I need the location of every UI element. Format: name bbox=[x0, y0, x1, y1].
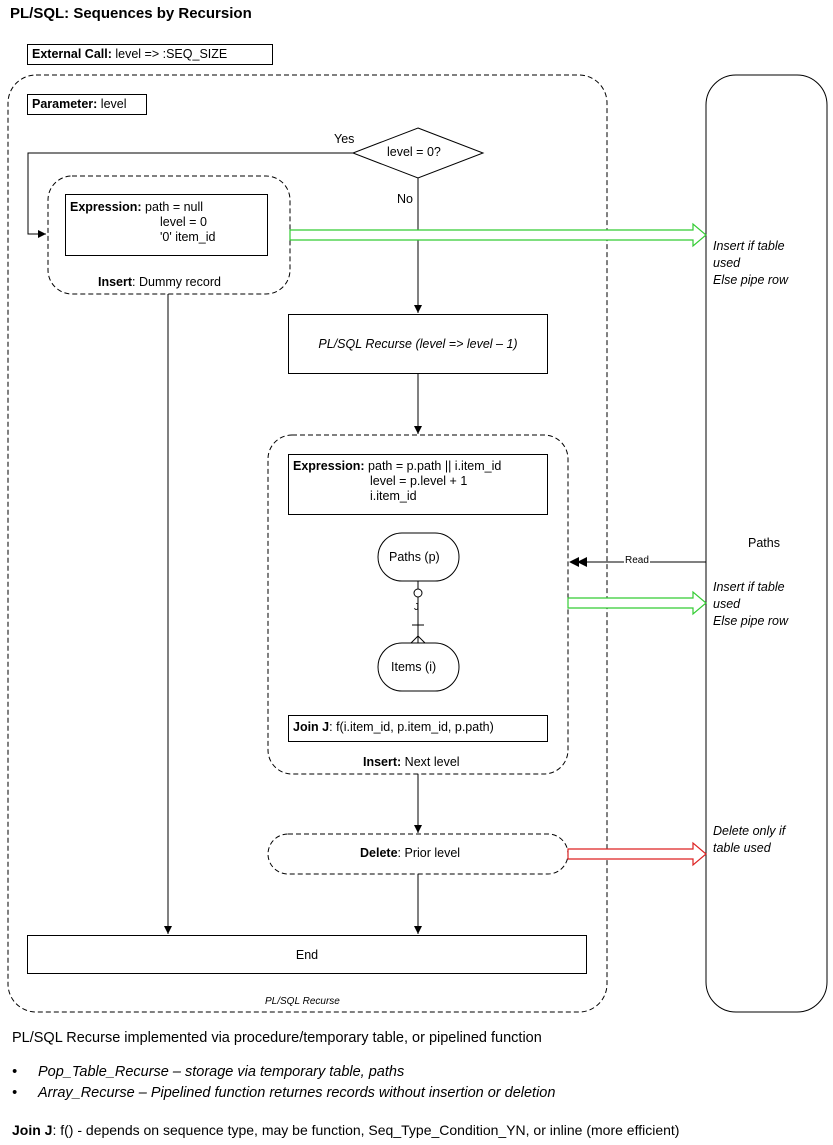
external-call-box: External Call: level => :SEQ_SIZE bbox=[27, 44, 273, 65]
expression-dummy-line2: level = 0 bbox=[160, 215, 207, 229]
external-call-label: External Call: bbox=[32, 47, 112, 61]
note-insert-1-line3: Else pipe row bbox=[713, 273, 789, 287]
container-caption: PL/SQL Recurse bbox=[265, 996, 340, 1007]
expression-next-label: Expression: bbox=[293, 459, 365, 473]
footer-bullet-2: • Array_Recurse – Pipelined function retu… bbox=[12, 1085, 555, 1101]
delete-label: Delete bbox=[360, 846, 398, 860]
join-optional-marker bbox=[413, 588, 423, 598]
footer-join-text: : f() - depends on sequence type, may be… bbox=[52, 1122, 680, 1138]
expression-dummy-line3: '0' item_id bbox=[160, 230, 216, 244]
footer-join-label: Join J bbox=[12, 1122, 53, 1138]
parameter-value: level bbox=[97, 97, 127, 111]
insert-arrow-2 bbox=[567, 590, 707, 616]
end-label: End bbox=[295, 947, 319, 962]
insert-next-caption: Insert: Next level bbox=[363, 755, 460, 769]
end-box: End bbox=[27, 935, 587, 974]
footer-bullet-2-text: Array_Recurse – Pipelined function retur… bbox=[38, 1085, 556, 1101]
expression-dummy-line1: path = null bbox=[141, 200, 204, 214]
decision-text: level = 0? bbox=[387, 145, 441, 159]
footer-summary: PL/SQL Recurse implemented via procedure… bbox=[12, 1030, 542, 1046]
paths-store-shape bbox=[705, 74, 828, 1013]
insert-dummy-value: : Dummy record bbox=[132, 275, 221, 289]
delete-value: : Prior level bbox=[397, 846, 461, 860]
note-delete: Delete only if table used bbox=[713, 823, 785, 857]
insert-dummy-label: Insert bbox=[98, 275, 133, 289]
note-insert-2-line2: used bbox=[713, 597, 741, 611]
recurse-container bbox=[7, 74, 608, 1013]
expression-next-box: Expression: path = p.path || i.item_id l… bbox=[288, 454, 548, 515]
paths-entity-label: Paths (p) bbox=[389, 550, 440, 564]
items-entity-label: Items (i) bbox=[391, 660, 437, 674]
bullet-dot-icon: • bbox=[12, 1064, 18, 1080]
paths-store-label: Paths bbox=[748, 536, 780, 550]
note-delete-line1: Delete only if bbox=[713, 824, 786, 838]
note-insert-1-line2: used bbox=[713, 256, 741, 270]
expression-next-line2: level = p.level + 1 bbox=[370, 474, 468, 488]
external-call-value: level => :SEQ_SIZE bbox=[111, 47, 228, 61]
expression-dummy-label: Expression: bbox=[70, 200, 142, 214]
join-marker-label: J bbox=[414, 602, 419, 613]
parameter-box: Parameter: level bbox=[27, 94, 147, 115]
join-box: Join J: f(i.item_id, p.item_id, p.path) bbox=[288, 715, 548, 742]
decision-yes-label: Yes bbox=[334, 132, 355, 146]
delete-caption: Delete: Prior level bbox=[360, 846, 460, 860]
note-insert-1-line1: Insert if table bbox=[713, 239, 785, 253]
insert-dummy-caption: Insert: Dummy record bbox=[98, 275, 221, 289]
delete-arrow bbox=[567, 841, 707, 867]
yes-connector bbox=[27, 152, 353, 238]
expression-dummy-box: Expression: path = null level = 0 '0' it… bbox=[65, 194, 268, 256]
note-delete-line2: table used bbox=[713, 841, 771, 855]
note-insert-2-line3: Else pipe row bbox=[713, 614, 789, 628]
recurse-call-box: PL/SQL Recurse (level => level – 1) bbox=[288, 314, 548, 374]
read-label: Read bbox=[624, 555, 650, 566]
page-title: PL/SQL: Sequences by Recursion bbox=[10, 5, 252, 22]
insert-next-value: Next level bbox=[401, 755, 460, 769]
note-insert-2: Insert if table used Else pipe row bbox=[713, 579, 788, 630]
recurse-call-text: PL/SQL Recurse (level => level – 1) bbox=[318, 337, 518, 351]
bullet-dot-icon: • bbox=[12, 1085, 18, 1101]
decision-no-label: No bbox=[397, 192, 413, 206]
expression-next-line3: i.item_id bbox=[370, 489, 417, 503]
expression-next-line1: path = p.path || i.item_id bbox=[364, 459, 502, 473]
parameter-label: Parameter: bbox=[32, 97, 98, 111]
note-insert-1: Insert if table used Else pipe row bbox=[713, 238, 788, 289]
join-box-value: : f(i.item_id, p.item_id, p.path) bbox=[329, 720, 494, 734]
footer-bullet-1: • Pop_Table_Recurse – storage via tempora… bbox=[12, 1064, 404, 1080]
footer-join-note: Join J: f() - depends on sequence type, … bbox=[12, 1122, 679, 1138]
footer-bullet-1-text: Pop_Table_Recurse – storage via temporar… bbox=[38, 1064, 405, 1080]
note-insert-2-line1: Insert if table bbox=[713, 580, 785, 594]
insert-arrow-1 bbox=[289, 222, 707, 248]
insert-next-label: Insert: bbox=[363, 755, 402, 769]
join-box-label: Join J bbox=[293, 720, 330, 734]
